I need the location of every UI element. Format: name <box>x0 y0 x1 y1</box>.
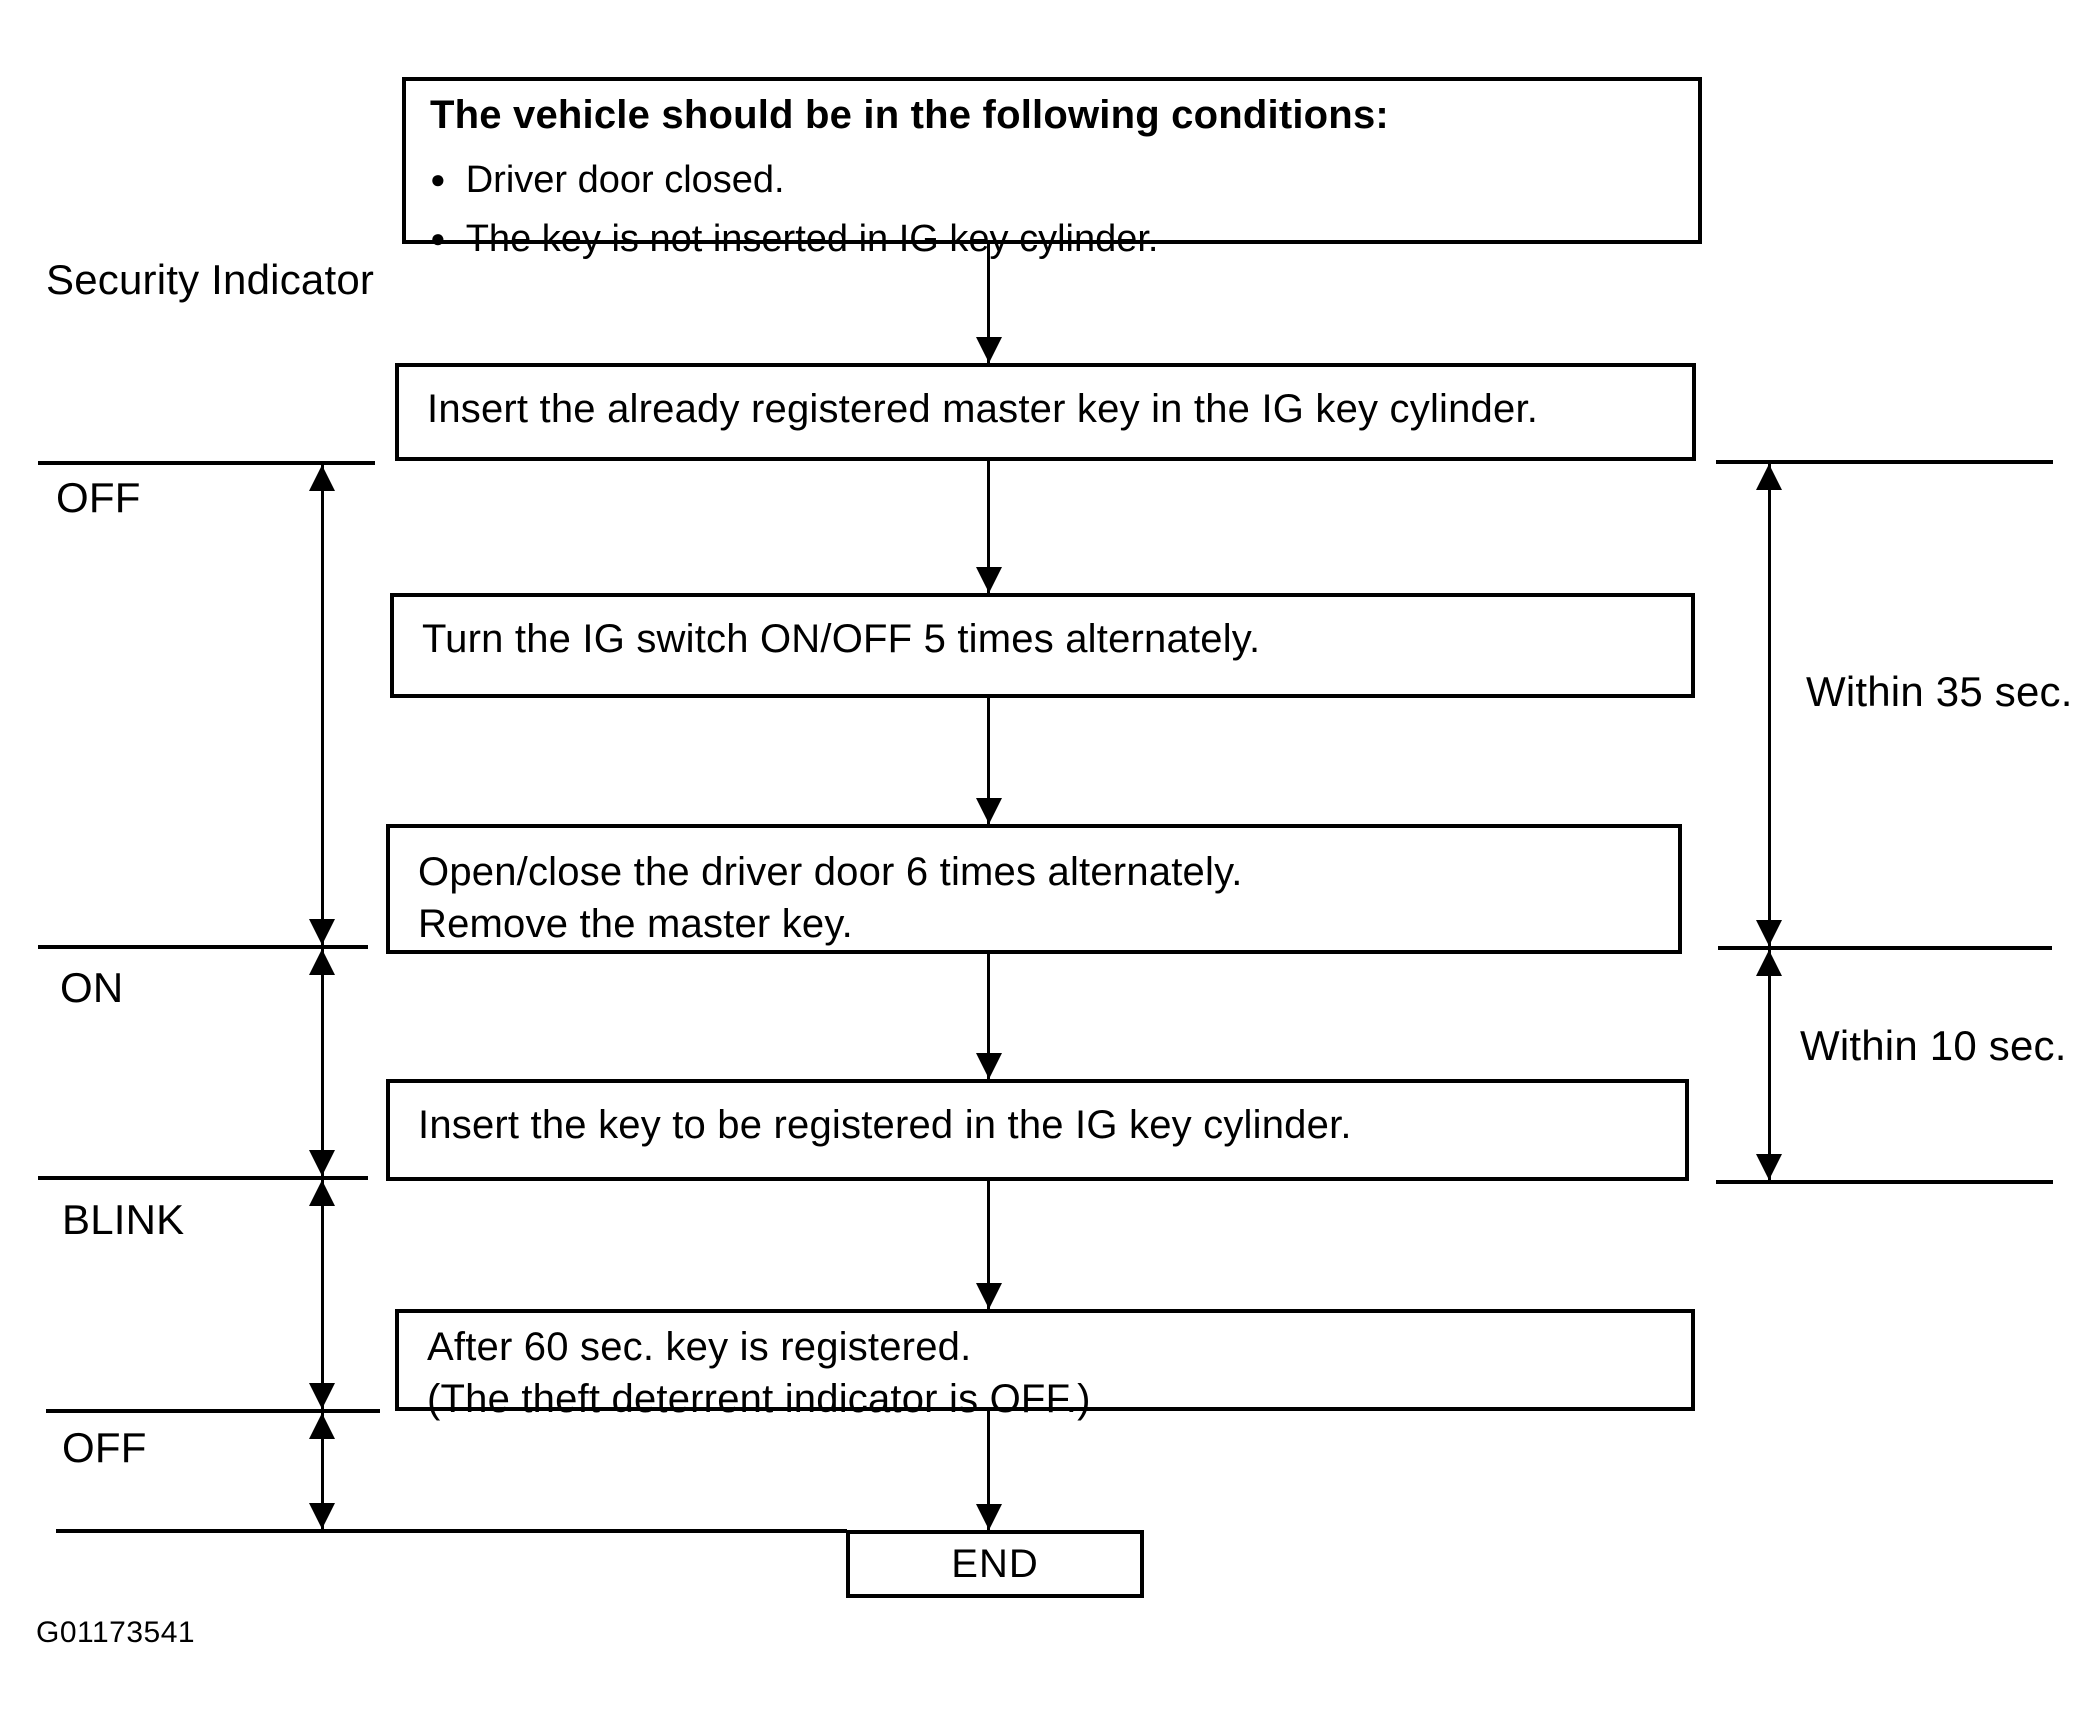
indicator-state-off: OFF <box>56 474 141 521</box>
step-text: Remove the master key. <box>418 902 853 946</box>
step-box-open-close-door: Open/close the driver door 6 times alter… <box>386 824 1682 954</box>
arrow-down-icon <box>309 1150 335 1176</box>
timeline-line-off <box>38 461 375 465</box>
connector-line <box>987 698 990 824</box>
connector-line <box>987 1181 990 1309</box>
timeline-line-blink <box>38 1176 368 1180</box>
connector-line <box>987 1411 990 1530</box>
indicator-state-on: ON <box>60 964 124 1011</box>
step-box-insert-new-key: Insert the key to be registered in the I… <box>386 1079 1689 1181</box>
timer-line-top <box>1716 460 2053 464</box>
bullet-icon: ● <box>430 223 446 253</box>
arrow-down-icon <box>309 1503 335 1529</box>
arrow-down-icon <box>976 337 1002 363</box>
span-line <box>1768 948 1771 1182</box>
timer-line-bottom <box>1716 1180 2053 1184</box>
arrow-down-icon <box>976 567 1002 593</box>
timer-line-mid <box>1718 946 2052 950</box>
end-label: END <box>951 1541 1039 1586</box>
step-box-key-registered: After 60 sec. key is registered. (The th… <box>395 1309 1695 1421</box>
timeline-baseline <box>56 1529 847 1533</box>
arrow-up-icon <box>1756 464 1782 490</box>
arrow-down-icon <box>976 798 1002 824</box>
span-line <box>321 1411 324 1531</box>
connector-line <box>987 243 990 363</box>
arrow-up-icon <box>1756 950 1782 976</box>
step-box-turn-ig-switch: Turn the IG switch ON/OFF 5 times altern… <box>390 593 1695 698</box>
span-line <box>1768 462 1771 948</box>
step-text: Turn the IG switch ON/OFF 5 times altern… <box>422 617 1261 661</box>
span-line <box>321 1178 324 1411</box>
step-text: After 60 sec. key is registered. <box>427 1325 972 1369</box>
timeline-title: Security Indicator <box>46 256 375 303</box>
connector-line <box>987 954 990 1079</box>
span-line <box>321 463 324 947</box>
arrow-up-icon <box>309 1413 335 1439</box>
arrow-up-icon <box>309 465 335 491</box>
arrow-up-icon <box>309 1180 335 1206</box>
step-text: Insert the key to be registered in the I… <box>418 1103 1352 1147</box>
arrow-down-icon <box>1756 920 1782 946</box>
figure-id: G01173541 <box>36 1616 196 1649</box>
arrow-down-icon <box>309 1383 335 1409</box>
step-text: Open/close the driver door 6 times alter… <box>418 850 1243 894</box>
step-text: (The theft deterrent indicator is OFF.) <box>427 1377 1091 1421</box>
span-line <box>321 947 324 1178</box>
end-box: END <box>846 1530 1144 1598</box>
conditions-box: The vehicle should be in the following c… <box>402 77 1702 260</box>
connector-line <box>987 461 990 593</box>
arrow-down-icon <box>976 1504 1002 1530</box>
indicator-state-off2: OFF <box>62 1424 147 1471</box>
step-box-insert-master-key: Insert the already registered master key… <box>395 363 1696 461</box>
step-text: Insert the already registered master key… <box>427 387 1539 431</box>
condition-item-2: ● The key is not inserted in IG key cyli… <box>430 211 1674 270</box>
timer-label-35sec: Within 35 sec. <box>1806 668 2073 715</box>
bullet-icon: ● <box>430 164 446 194</box>
arrow-down-icon <box>976 1053 1002 1079</box>
arrow-down-icon <box>976 1283 1002 1309</box>
condition-text-2: The key is not inserted in IG key cylind… <box>465 218 1159 260</box>
arrow-down-icon <box>309 919 335 945</box>
condition-item-1: ● Driver door closed. <box>430 152 1674 211</box>
arrow-down-icon <box>1756 1154 1782 1180</box>
condition-text-1: Driver door closed. <box>465 159 785 201</box>
indicator-state-blink: BLINK <box>62 1196 185 1243</box>
timeline-line-off2 <box>46 1409 380 1413</box>
arrow-up-icon <box>309 949 335 975</box>
timer-label-10sec: Within 10 sec. <box>1800 1022 2067 1069</box>
conditions-title: The vehicle should be in the following c… <box>430 93 1389 137</box>
timeline-line-on <box>38 945 368 949</box>
